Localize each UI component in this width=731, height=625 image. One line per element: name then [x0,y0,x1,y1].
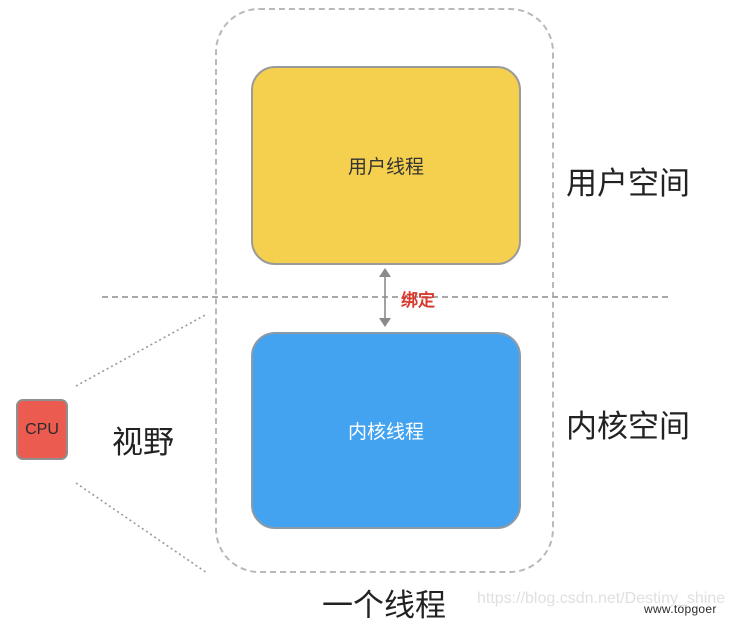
bind-arrow-up-icon [379,268,391,277]
bind-arrow-down-icon [379,318,391,327]
kernel-thread-box: 内核线程 [251,332,521,529]
bind-label: 绑定 [401,291,435,311]
watermark-site: www.topgoer [644,602,717,616]
watermark-url: https://blog.csdn.net/Destiny_shine [477,590,726,607]
user-space-label: 用户空间 [566,166,690,202]
vision-line-top [75,313,208,387]
one-thread-label: 一个线程 [322,588,446,624]
user-thread-box: 用户线程 [251,66,521,265]
kernel-space-label: 内核空间 [566,409,690,445]
cpu-label: CPU [25,420,59,438]
vision-line-bottom [75,482,208,574]
vision-label: 视野 [112,425,174,461]
user-thread-label: 用户线程 [347,156,424,178]
kernel-thread-label: 内核线程 [347,421,424,443]
thread-container [215,8,554,573]
cpu-box: CPU [16,399,68,460]
